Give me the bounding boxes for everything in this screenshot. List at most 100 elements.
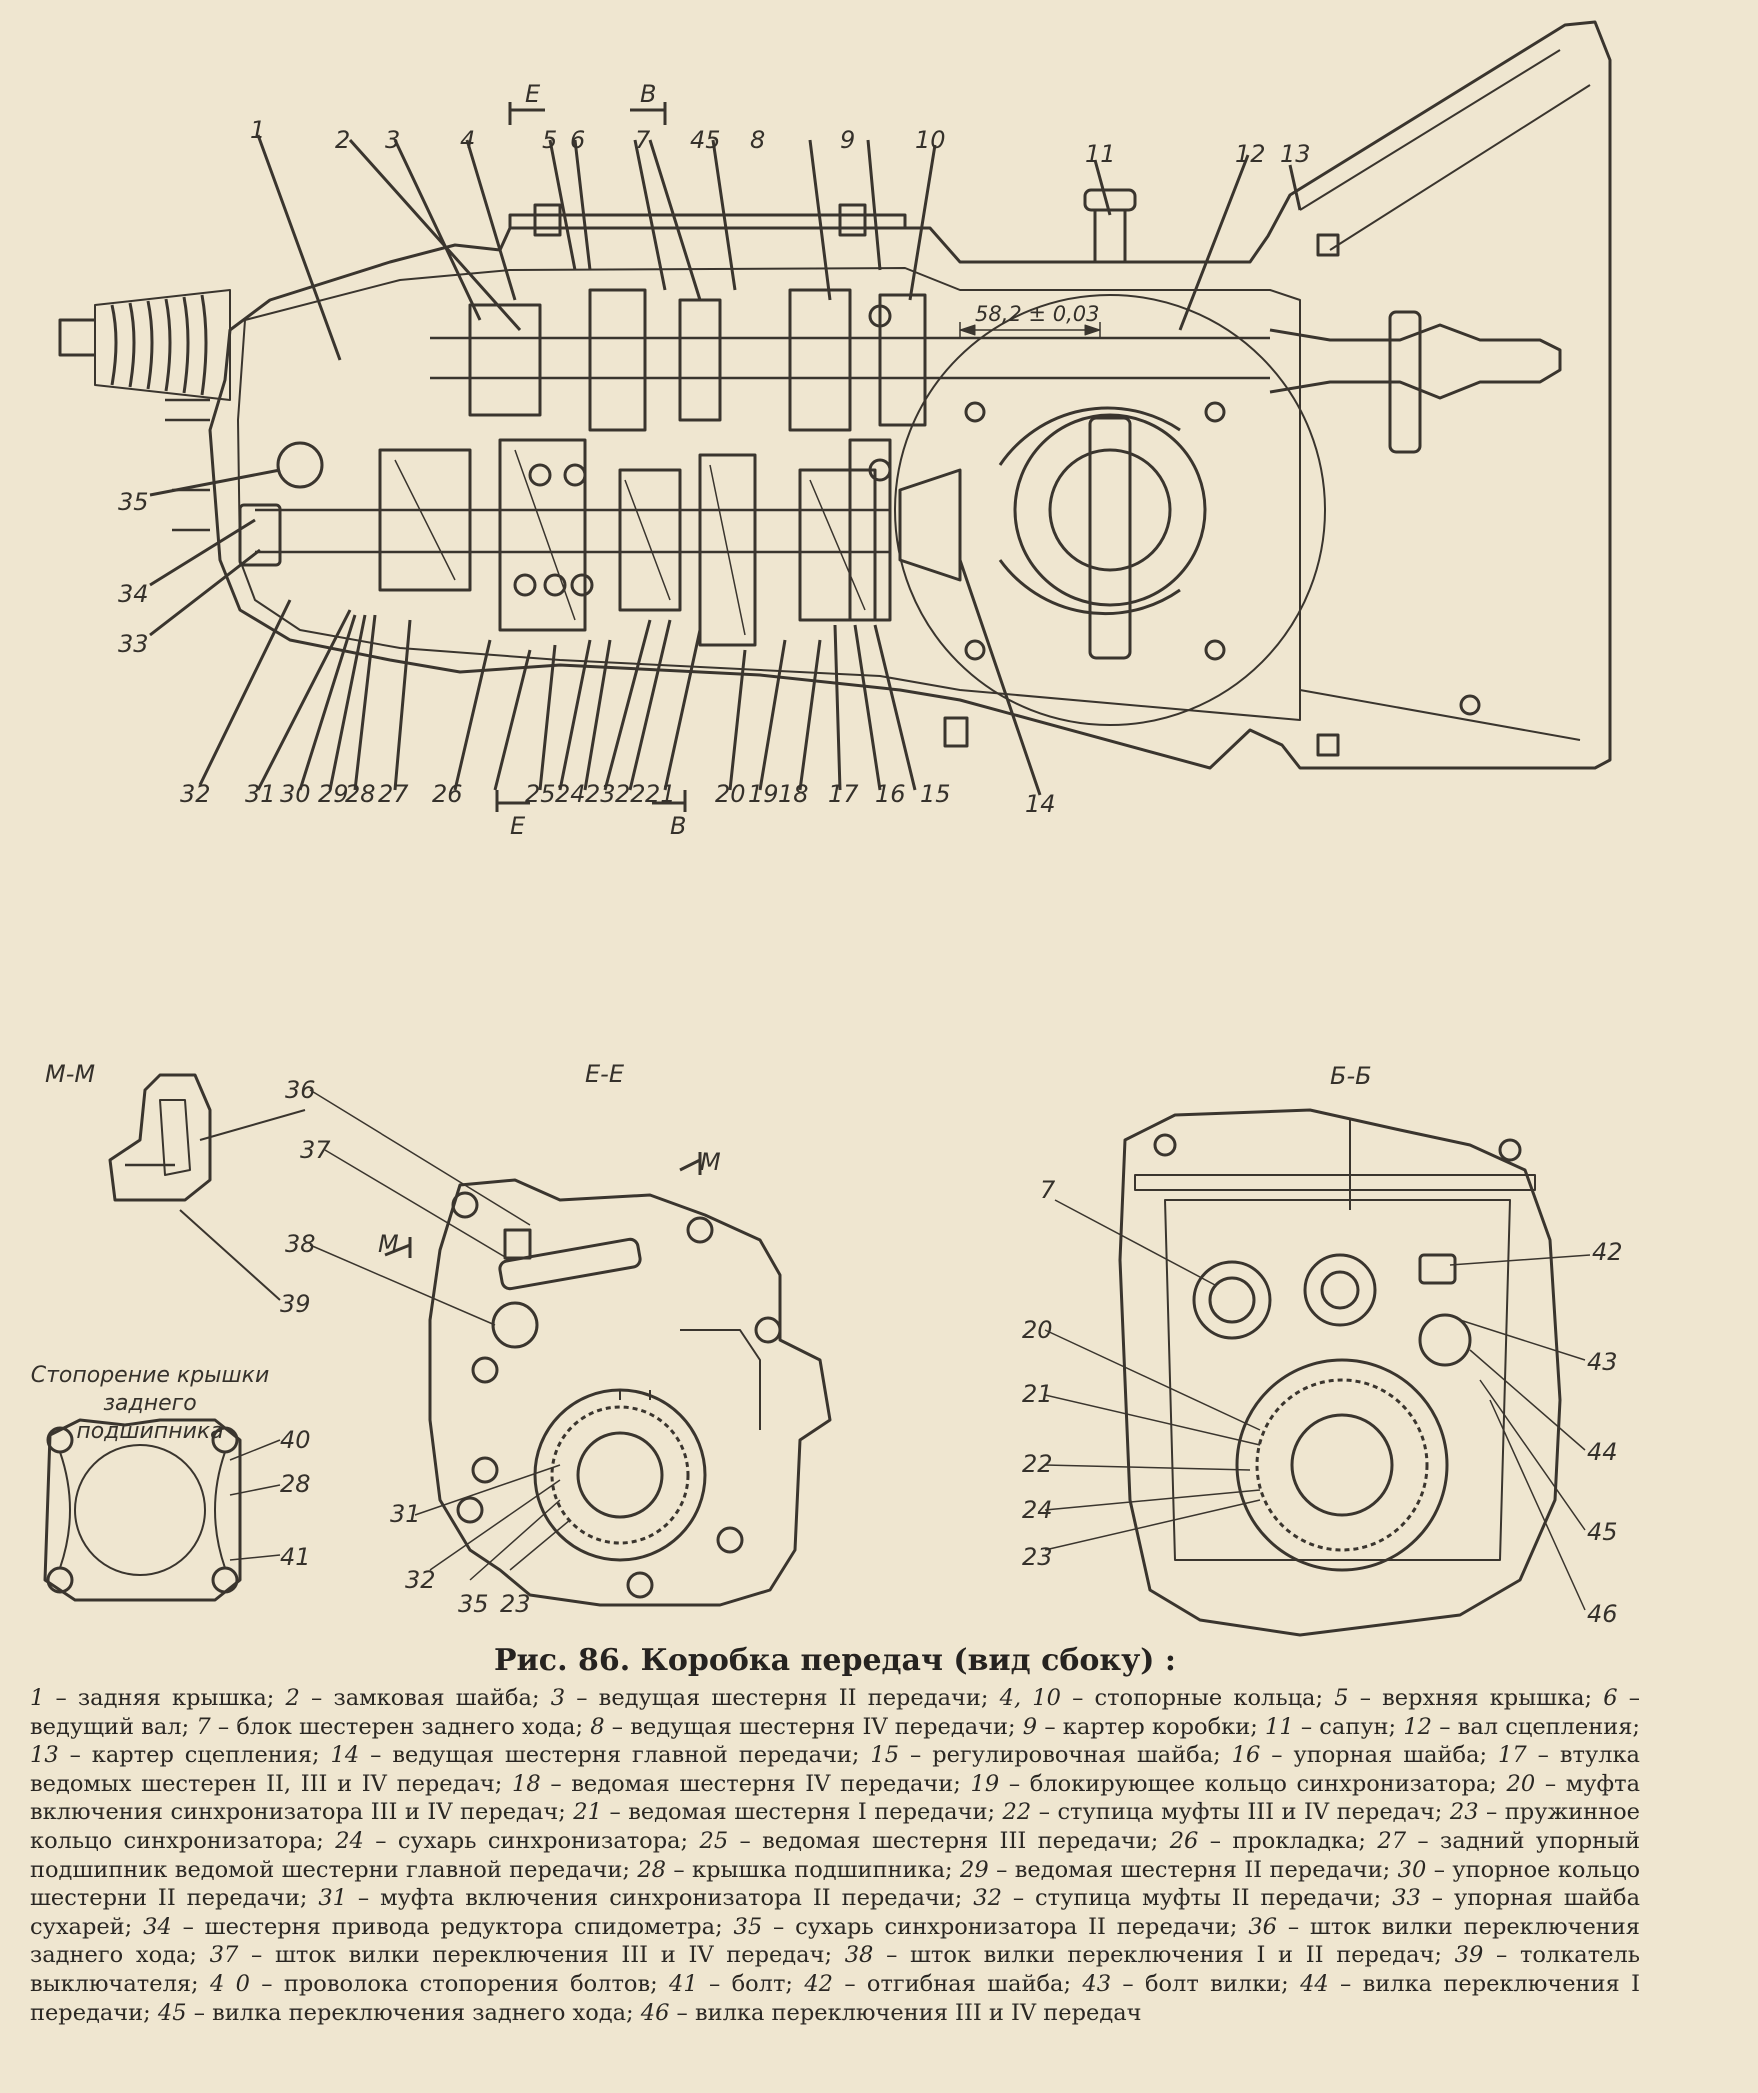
- section-mark-m: М: [700, 1148, 721, 1176]
- legend-number: 29: [960, 1856, 989, 1883]
- legend-item: 1 – задняя крышка;: [30, 1685, 286, 1711]
- part-label: 25: [525, 780, 556, 808]
- part-label: 23: [585, 780, 616, 808]
- legend-number: 45: [157, 1999, 187, 2026]
- legend-text: – болт;: [697, 1970, 805, 1997]
- rear-cover-lock-note: Стопорение крышки заднего подшипника: [30, 1362, 270, 1446]
- legend-text: – замковая шайба;: [299, 1685, 551, 1711]
- legend-item: 6 – ведущий вал;: [30, 1685, 1640, 1740]
- legend-number: 16: [1231, 1742, 1261, 1769]
- legend-text: – ведомая шестерня IV передачи;: [540, 1770, 971, 1797]
- legend-number: 14: [330, 1742, 360, 1769]
- part-label: 13: [1280, 140, 1311, 168]
- legend-item: 41 – болт;: [669, 1971, 804, 1997]
- legend-item: 22 – ступица муфты III и IV передач;: [1003, 1799, 1450, 1825]
- legend-number: 34: [143, 1913, 172, 1940]
- part-label: 32: [405, 1566, 436, 1594]
- legend-number: 32: [973, 1885, 1002, 1912]
- part-label: 33: [118, 630, 149, 658]
- part-label: 34: [118, 580, 149, 608]
- legend-text: – толкатель выключателя;: [30, 1942, 1641, 1997]
- legend-item: 34 – шестерня привода редуктора спидомет…: [143, 1914, 733, 1940]
- legend-number: 4 0: [209, 1970, 250, 1997]
- legend-item: 30 – упорное кольцо шестерни II передачи…: [30, 1857, 1640, 1912]
- legend-number: 7: [196, 1713, 211, 1740]
- legend-number: 23: [1449, 1799, 1479, 1826]
- legend-item: 4 0 – проволока стопорения болтов;: [210, 1971, 669, 1997]
- legend-number: 6: [1603, 1685, 1618, 1711]
- part-label: 35: [118, 488, 149, 516]
- legend-number: 9: [1022, 1713, 1038, 1740]
- section-bb-view: [1044, 1108, 1591, 1637]
- legend-number: 13: [30, 1742, 59, 1769]
- legend-text: – ступица муфты II передачи;: [1001, 1885, 1393, 1912]
- part-label: 20: [1022, 1316, 1053, 1344]
- part-label: 12: [1235, 140, 1266, 168]
- part-label: 39: [280, 1290, 311, 1318]
- section-mark-e: E: [525, 80, 541, 108]
- legend-number: 21: [573, 1799, 602, 1826]
- part-label: 8: [750, 126, 766, 154]
- legend-text: – вилка переключения III и IV передач: [669, 1999, 1142, 2026]
- part-label: 41: [280, 1543, 311, 1571]
- part-label: 23: [500, 1590, 531, 1618]
- legend-number: 2: [285, 1685, 300, 1711]
- legend-text: – упорная шайба;: [1260, 1742, 1499, 1769]
- legend-item: 45 – вилка переключения заднего хода;: [158, 2000, 641, 2026]
- legend-item: 5 – верхняя крышка;: [1334, 1685, 1603, 1711]
- legend-item: 43 – болт вилки;: [1082, 1971, 1300, 1997]
- legend-text: – ведомая шестерня II передачи;: [988, 1856, 1398, 1883]
- part-label: 24: [555, 780, 586, 808]
- legend-number: 46: [640, 1999, 670, 2026]
- part-label: 32: [180, 780, 211, 808]
- note-line: заднего подшипника: [76, 1391, 224, 1444]
- legend-number: 20: [1506, 1770, 1536, 1797]
- legend-item: 21 – ведомая шестерня I передачи;: [573, 1799, 1002, 1825]
- legend-number: 38: [844, 1942, 874, 1969]
- part-label: 36: [285, 1076, 316, 1104]
- part-label: 5: [542, 126, 558, 154]
- view-bb-title: Б-Б: [1330, 1062, 1372, 1090]
- legend-number: 41: [669, 1970, 698, 1997]
- part-label: 37: [300, 1136, 331, 1164]
- legend-text: – блок шестерен заднего хода;: [210, 1713, 591, 1740]
- part-label: 40: [280, 1426, 311, 1454]
- legend-number: 39: [1454, 1942, 1484, 1969]
- legend-item: 13 – картер сцепления;: [30, 1742, 331, 1768]
- legend-text: – верхняя крышка;: [1348, 1685, 1604, 1711]
- legend-item: 25 – ведомая шестерня III передачи;: [700, 1828, 1170, 1854]
- part-label: 28: [280, 1470, 311, 1498]
- legend-number: 35: [733, 1913, 763, 1940]
- legend-text: – ведомая шестерня III передачи;: [728, 1827, 1170, 1854]
- legend-number: 5: [1334, 1685, 1349, 1711]
- legend-item: 3 – ведущая шестерня II передачи;: [551, 1685, 1000, 1711]
- note-line: Стопорение крышки: [30, 1363, 270, 1388]
- legend-item: 42 – отгибная шайба;: [804, 1971, 1082, 1997]
- legend-text: – сухарь синхронизатора II передачи;: [762, 1913, 1249, 1940]
- part-label: 22: [1022, 1450, 1053, 1478]
- legend-number: 4, 10: [999, 1685, 1061, 1711]
- section-mark-b: В: [640, 80, 657, 108]
- part-label: 11: [1085, 140, 1116, 168]
- part-label: 17: [828, 780, 859, 808]
- legend-text: – задняя крышка;: [44, 1685, 286, 1711]
- legend-item: 24 – сухарь синхронизатора;: [335, 1828, 699, 1854]
- part-label: 18: [778, 780, 809, 808]
- legend-number: 24: [335, 1827, 364, 1854]
- part-label: 45: [690, 126, 721, 154]
- legend-number: 28: [637, 1856, 666, 1883]
- legend-number: 37: [209, 1942, 239, 1969]
- legend-number: 15: [870, 1742, 900, 1769]
- gearbox-side-view: [58, 20, 1612, 812]
- part-label: 44: [1587, 1438, 1618, 1466]
- legend-text: – пружинное кольцо синхронизатора;: [30, 1799, 1640, 1854]
- legend-item: 38 – шток вилки переключения I и II пере…: [845, 1942, 1455, 1968]
- part-label: 38: [285, 1230, 316, 1258]
- legend-item: 19 – блокирующее кольцо синхронизатора;: [971, 1771, 1507, 1797]
- legend-number: 42: [804, 1970, 833, 1997]
- legend-number: 18: [512, 1770, 541, 1797]
- legend-number: 43: [1082, 1970, 1112, 1997]
- dimension-label: 58,2 ± 0,03: [975, 302, 1100, 326]
- legend-item: 28 – крышка подшипника;: [637, 1857, 960, 1883]
- legend-item: 15 – регулировочная шайба;: [870, 1742, 1231, 1768]
